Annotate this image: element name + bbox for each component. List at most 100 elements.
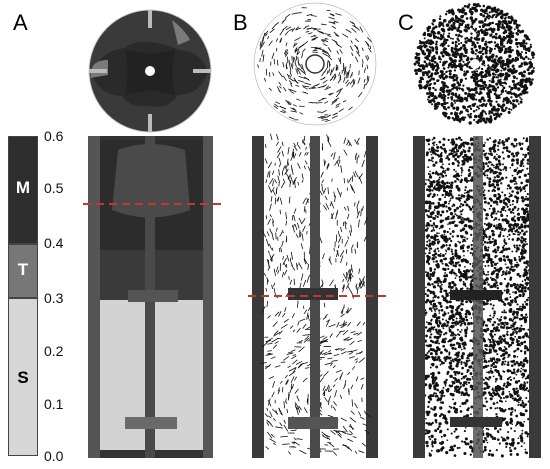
particle xyxy=(507,50,511,53)
particle xyxy=(434,32,437,35)
particle xyxy=(493,157,495,160)
particle xyxy=(485,156,489,160)
particle xyxy=(511,18,514,22)
particle xyxy=(505,139,509,143)
particle xyxy=(529,62,533,67)
particle xyxy=(452,406,456,410)
particle xyxy=(484,324,488,327)
particle xyxy=(481,404,485,408)
particle xyxy=(481,9,486,13)
particle xyxy=(445,378,448,382)
particle xyxy=(449,37,452,40)
particle xyxy=(502,208,505,212)
particle xyxy=(460,64,464,68)
particle xyxy=(491,189,494,193)
velocity-vector xyxy=(314,251,317,257)
particle xyxy=(438,56,441,59)
particle xyxy=(470,280,473,283)
particle xyxy=(468,115,471,118)
particle xyxy=(468,224,472,228)
particle xyxy=(523,319,528,323)
particle xyxy=(448,329,452,333)
particle xyxy=(425,138,428,141)
particle xyxy=(437,242,440,245)
velocity-vector xyxy=(354,139,358,145)
particle xyxy=(520,423,523,426)
particle xyxy=(498,386,501,389)
tick-label: 0.1 xyxy=(44,396,64,412)
particle xyxy=(498,257,503,261)
particle xyxy=(524,377,527,380)
particle xyxy=(478,84,483,88)
particle xyxy=(521,158,525,161)
particle xyxy=(506,76,509,79)
particle xyxy=(473,198,476,201)
particle xyxy=(511,49,514,52)
particle xyxy=(501,46,504,49)
particle xyxy=(443,94,447,98)
particle xyxy=(451,334,454,337)
particle xyxy=(492,250,495,253)
particle xyxy=(509,180,512,183)
velocity-vector xyxy=(323,352,332,356)
particle xyxy=(511,441,515,445)
particle xyxy=(525,42,528,45)
particle xyxy=(439,259,443,263)
particle xyxy=(455,388,458,392)
velocity-vector xyxy=(283,86,287,92)
particle xyxy=(497,141,501,145)
particle xyxy=(519,383,523,387)
particle xyxy=(444,152,447,154)
particle xyxy=(527,224,531,228)
particle xyxy=(436,263,440,267)
particle xyxy=(459,80,463,84)
particle xyxy=(457,39,460,42)
velocity-vector xyxy=(347,71,350,79)
particle xyxy=(449,197,452,200)
particle xyxy=(425,421,428,425)
particle xyxy=(484,28,488,32)
particle xyxy=(430,93,435,98)
particle xyxy=(506,99,510,103)
particle xyxy=(523,78,528,82)
particle xyxy=(434,206,437,209)
particle xyxy=(495,96,499,100)
particle xyxy=(481,324,485,327)
particle xyxy=(474,354,478,358)
particle xyxy=(485,23,489,27)
particle xyxy=(512,291,514,294)
velocity-vector xyxy=(347,179,349,184)
particle xyxy=(521,62,524,65)
velocity-vector xyxy=(339,394,342,399)
particle xyxy=(486,29,489,32)
particle xyxy=(511,69,514,72)
particle xyxy=(523,173,527,177)
particle xyxy=(466,65,469,68)
particle xyxy=(432,216,436,220)
particle xyxy=(488,90,492,94)
velocity-vector xyxy=(327,357,333,360)
particle xyxy=(520,229,524,233)
particle xyxy=(426,413,430,417)
velocity-vector xyxy=(355,283,358,288)
particle xyxy=(459,324,462,327)
particle xyxy=(440,51,444,55)
velocity-vector xyxy=(314,47,322,50)
particle xyxy=(523,305,526,309)
particle xyxy=(507,220,510,223)
particle xyxy=(435,421,438,424)
particle xyxy=(485,169,488,172)
particle xyxy=(428,453,432,457)
particle xyxy=(469,16,474,20)
particle xyxy=(487,253,491,257)
velocity-vector xyxy=(302,198,307,204)
particle xyxy=(427,100,431,104)
velocity-vector xyxy=(265,238,270,247)
particle xyxy=(458,112,462,115)
particle xyxy=(513,215,516,218)
particle xyxy=(434,412,438,416)
particle xyxy=(450,65,454,69)
particle xyxy=(480,300,484,304)
particle xyxy=(473,114,478,119)
velocity-vector xyxy=(281,150,285,157)
